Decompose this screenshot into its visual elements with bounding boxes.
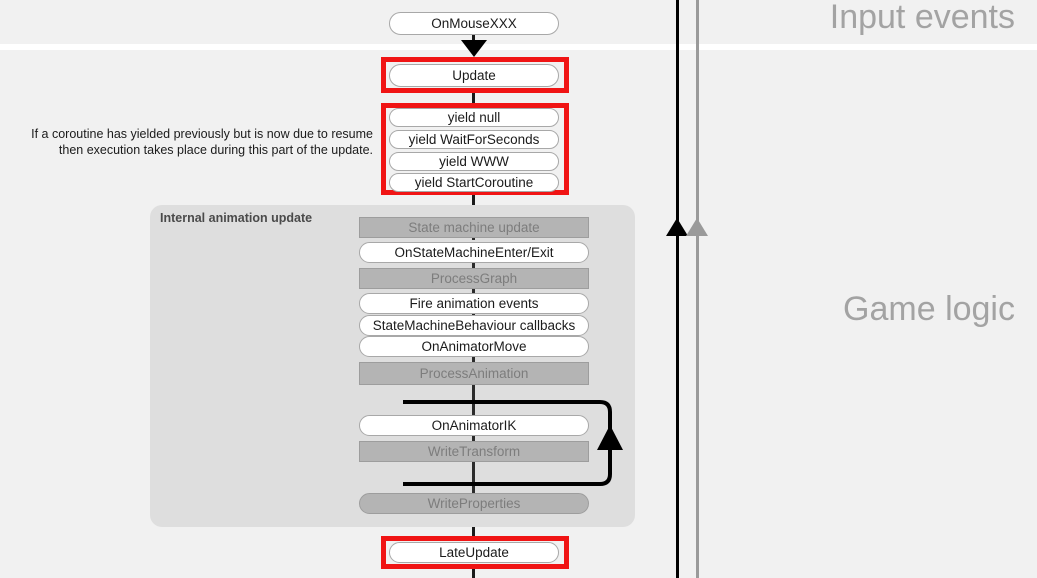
internal-animation-panel-title: Internal animation update	[160, 211, 313, 225]
node-onanimatorik[interactable]: OnAnimatorIK	[359, 415, 589, 436]
node-yield-waitforseconds[interactable]: yield WaitForSeconds	[389, 130, 559, 149]
node-lateupdate[interactable]: LateUpdate	[389, 542, 559, 563]
stub-9	[472, 462, 475, 495]
flow-arrow-down-icon	[461, 40, 487, 57]
node-yield-startcoroutine[interactable]: yield StartCoroutine	[389, 173, 559, 192]
node-update[interactable]: Update	[389, 64, 559, 87]
section-caption-game-logic: Game logic	[843, 290, 1015, 328]
stub-8	[472, 436, 475, 442]
node-onanimatormove[interactable]: OnAnimatorMove	[359, 336, 589, 357]
node-writetransform[interactable]: WriteTransform	[359, 441, 589, 462]
node-writeproperties[interactable]: WriteProperties	[359, 493, 589, 514]
timeline-arrow-up-black-icon	[666, 218, 688, 236]
node-processgraph[interactable]: ProcessGraph	[359, 268, 589, 289]
stub-3	[472, 288, 475, 294]
band-divider	[0, 44, 1037, 50]
timeline-bar-black	[676, 0, 679, 578]
coroutine-annotation: If a coroutine has yielded previously bu…	[31, 127, 373, 157]
timeline-bar-grey	[696, 0, 699, 578]
node-processanimation[interactable]: ProcessAnimation	[359, 362, 589, 385]
ik-loop-arrow-icon	[403, 400, 623, 486]
flow-spine-anim-late	[472, 513, 475, 541]
section-caption-input-events: Input events	[829, 0, 1015, 36]
timeline-arrow-up-grey-icon	[686, 218, 708, 236]
node-state-machine-update[interactable]: State machine update	[359, 217, 589, 238]
flow-spine-bottom	[472, 566, 475, 578]
node-fire-animation-events[interactable]: Fire animation events	[359, 293, 589, 314]
node-statemachinebehaviour-callbacks[interactable]: StateMachineBehaviour callbacks	[359, 315, 589, 336]
flow-spine-upd-yield	[472, 90, 475, 105]
node-yield-null[interactable]: yield null	[389, 108, 559, 127]
node-onstatemachineenter-exit[interactable]: OnStateMachineEnter/Exit	[359, 242, 589, 263]
node-onmousexxx[interactable]: OnMouseXXX	[389, 12, 559, 35]
node-yield-www[interactable]: yield WWW	[389, 152, 559, 171]
